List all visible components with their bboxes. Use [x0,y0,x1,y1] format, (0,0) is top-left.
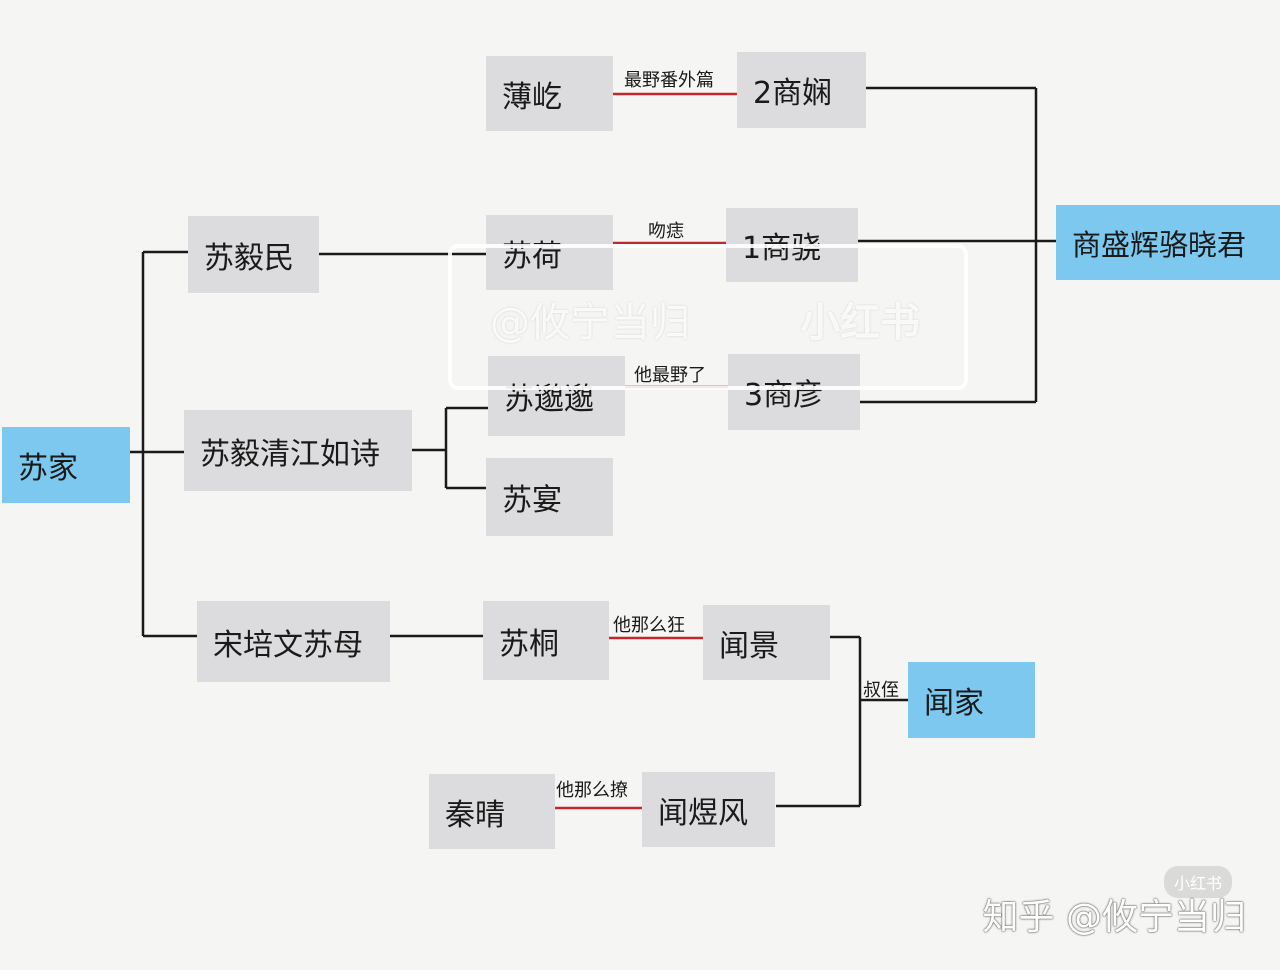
node-su-yan: 苏宴 [486,458,613,536]
node-qin-qing: 秦晴 [429,774,555,849]
wen-family-bracket [776,635,908,808]
shang-family-bracket [856,86,1056,404]
relation-label-suhe-shangxiao: 吻痣 [648,221,684,242]
node-wen-family: 闻家 [908,662,1035,738]
relation-label-sutong-wenjing: 他那么狂 [613,615,685,636]
node-wen-yufeng: 闻煜风 [642,772,775,847]
node-su-family: 苏家 [2,427,130,503]
node-shang-parents: 商盛辉骆晓君 [1056,205,1280,280]
node-bo-yi: 薄屹 [486,56,613,131]
footer-watermark: 知乎 @攸宁当归 [982,897,1246,938]
node-song-peiwen: 宋培文苏母 [197,601,390,682]
node-su-yiqing: 苏毅清江如诗 [184,410,412,491]
su-family-trunk [130,250,197,638]
relation-label-sumiao-shangyan: 他最野了 [634,365,706,386]
node-su-yimin: 苏毅民 [188,216,319,293]
footer-badge: 小红书 [1163,866,1232,898]
watermark-brand: 小红书 [800,300,920,346]
node-shang-yan: 3商彦 [728,354,860,430]
node-shang-xian: 2商娴 [737,52,866,128]
relation-label-qinqing-wenyufeng: 他那么撩 [556,780,628,801]
watermark-frame [448,244,968,390]
su-yiqing-children [412,406,488,490]
relation-label-boyi-shangxian: 最野番外篇 [624,70,714,91]
node-su-tong: 苏桐 [483,601,609,680]
node-wen-jing: 闻景 [703,605,830,680]
relation-label-uncle-nephew: 叔侄 [863,680,899,701]
watermark-text: @攸宁当归 [490,300,690,346]
